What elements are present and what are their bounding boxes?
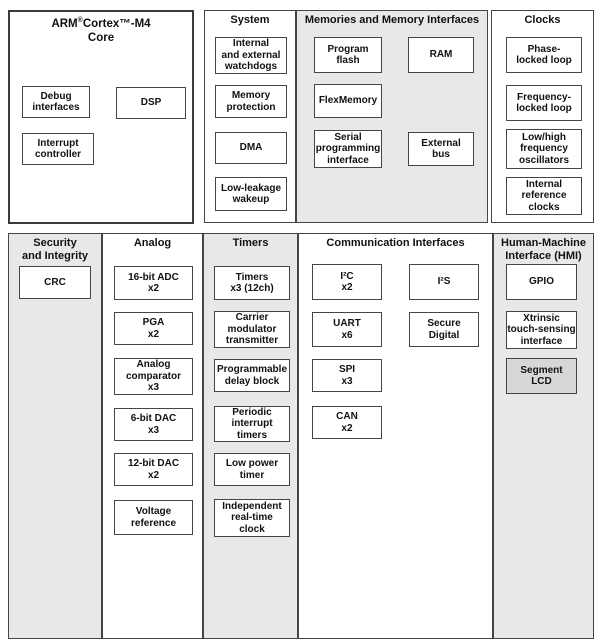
core-title: ARM®Cortex™-M4 Core (10, 12, 192, 46)
block-independent-real-time-clock: Independent real-time clock (214, 499, 290, 537)
block-voltage-reference: Voltage reference (114, 500, 193, 535)
block-carrier-modulator-transmitter: Carrier modulator transmitter (214, 311, 290, 348)
block-xtrinsic-touch-sensing-interface: Xtrinsic touch-sensing interface (506, 311, 577, 349)
block-segment-lcd: Segment LCD (506, 358, 577, 394)
section-title-security: Security and Integrity (21, 237, 88, 263)
block-spi: SPI x3 (312, 359, 382, 392)
section-title-timers: Timers (232, 237, 269, 249)
block-program-flash: Program flash (314, 37, 382, 73)
block-low-high-frequency-oscillators: Low/high frequency oscillators (506, 129, 582, 169)
section-title-memories: Memories and Memory Interfaces (304, 14, 480, 26)
block-serial-programming-interface: Serial programming interface (314, 130, 382, 168)
block-i2c: I²C x2 (312, 264, 382, 300)
section-security-and-integrity: Security and Integrity CRC (8, 233, 102, 639)
section-system: System Internal and external watchdogs M… (204, 10, 296, 223)
block-internal-external-watchdogs: Internal and external watchdogs (215, 37, 287, 74)
section-title-analog: Analog (133, 237, 172, 249)
block-internal-reference-clocks: Internal reference clocks (506, 177, 582, 215)
block-flexmemory: FlexMemory (314, 84, 382, 118)
core-title-pre: ARM (51, 18, 78, 30)
registered-mark: ® (77, 17, 83, 25)
section-human-machine-interface: Human-Machine Interface (HMI) GPIO Xtrin… (493, 233, 594, 639)
block-pga: PGA x2 (114, 312, 193, 345)
block-frequency-locked-loop: Frequency- locked loop (506, 85, 582, 121)
block-low-power-timer: Low power timer (214, 453, 290, 486)
section-timers: Timers Timers x3 (12ch) Carrier modulato… (203, 233, 298, 639)
core-title-post: Cortex™-M4 (82, 18, 151, 30)
section-title-system: System (230, 14, 270, 26)
section-title-communication: Communication Interfaces (326, 237, 465, 249)
block-i2s: I²S (409, 264, 479, 300)
block-secure-digital: Secure Digital (409, 312, 479, 347)
block-timers: Timers x3 (12ch) (214, 266, 290, 300)
section-arm-cortex-m4-core: ARM®Cortex™-M4 Core Debug interfaces DSP… (8, 10, 194, 224)
section-title-hmi: Human-Machine Interface (HMI) (501, 237, 586, 263)
block-dsp: DSP (116, 87, 186, 119)
block-16bit-adc: 16-bit ADC x2 (114, 266, 193, 300)
block-analog-comparator: Analog comparator x3 (114, 358, 193, 395)
block-low-leakage-wakeup: Low-leakage wakeup (215, 177, 287, 211)
section-clocks: Clocks Phase- locked loop Frequency- loc… (491, 10, 594, 223)
block-ram: RAM (408, 37, 474, 73)
block-6bit-dac: 6-bit DAC x3 (114, 408, 193, 441)
core-title-line2: Core (87, 32, 115, 45)
block-external-bus: External bus (408, 132, 474, 166)
block-12bit-dac: 12-bit DAC x2 (114, 453, 193, 486)
section-analog: Analog 16-bit ADC x2 PGA x2 Analog compa… (102, 233, 203, 639)
block-periodic-interrupt-timers: Periodic interrupt timers (214, 406, 290, 442)
section-memories: Memories and Memory Interfaces Program f… (296, 10, 488, 223)
block-interrupt-controller: Interrupt controller (22, 133, 94, 165)
section-title-clocks: Clocks (524, 14, 561, 26)
block-crc: CRC (19, 266, 91, 299)
block-gpio: GPIO (506, 264, 577, 300)
block-phase-locked-loop: Phase- locked loop (506, 37, 582, 73)
block-programmable-delay-block: Programmable delay block (214, 359, 290, 392)
block-memory-protection: Memory protection (215, 85, 287, 118)
block-dma: DMA (215, 132, 287, 164)
block-can: CAN x2 (312, 406, 382, 439)
section-communication-interfaces: Communication Interfaces I²C x2 I²S UART… (298, 233, 493, 639)
block-uart: UART x6 (312, 312, 382, 347)
block-debug-interfaces: Debug interfaces (22, 86, 90, 118)
